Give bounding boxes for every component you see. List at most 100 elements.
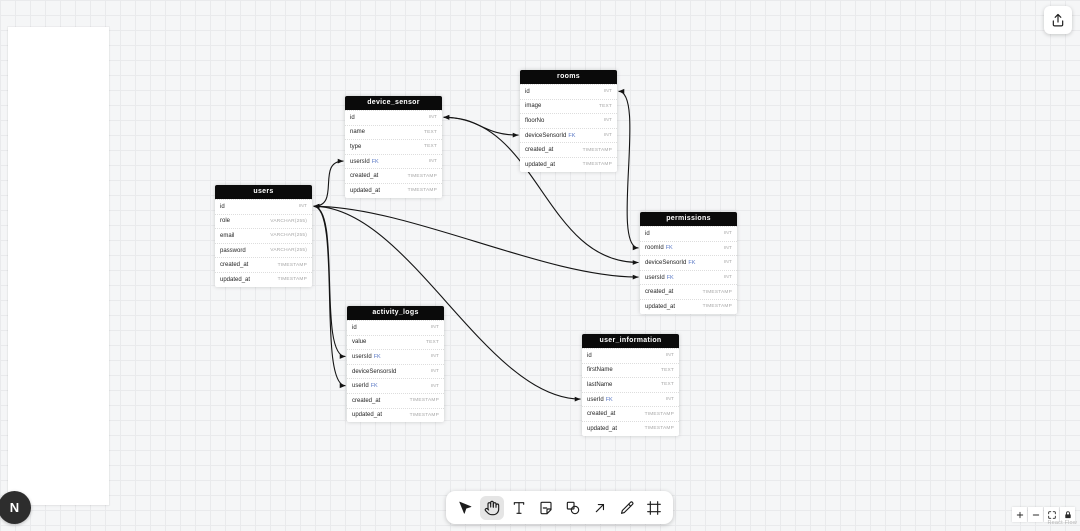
field-type: INT — [723, 260, 732, 266]
table-title: user_information — [582, 334, 679, 348]
table-title: device_sensor — [345, 96, 442, 110]
field-name: updated_at — [645, 303, 676, 310]
arrow-tool[interactable] — [588, 496, 612, 520]
zoom-controls — [1012, 507, 1075, 522]
text-icon — [513, 501, 525, 514]
field-type: VARCHAR(255) — [270, 218, 307, 224]
field-name: lastName — [587, 381, 613, 388]
zoom-out-button[interactable] — [1028, 507, 1043, 522]
field-type: INT — [723, 275, 732, 281]
field-type: TIMESTAMP — [582, 147, 612, 153]
edge-users.id-device_sensor.usersId[interactable] — [313, 158, 344, 209]
minus-icon — [1032, 514, 1039, 515]
fk-badge: FK — [665, 245, 673, 252]
field-type: TEXT — [660, 382, 674, 388]
field-name: image — [525, 103, 542, 110]
edge-users.id-user_information.userId[interactable] — [313, 203, 581, 402]
field-type: INT — [603, 118, 612, 124]
logo-letter: N — [9, 500, 20, 515]
field-name: firstName — [587, 367, 613, 374]
fk-badge: FK — [370, 383, 378, 390]
text-tool[interactable] — [507, 496, 531, 520]
field-name: id — [220, 203, 225, 210]
zoom-in-button[interactable] — [1012, 507, 1027, 522]
hand-tool[interactable] — [480, 495, 504, 520]
field-name: id — [350, 114, 355, 121]
reactflow-attribution[interactable]: React Flow — [1047, 520, 1077, 526]
field-type: TIMESTAMP — [409, 412, 439, 418]
logo-badge[interactable]: N — [0, 491, 31, 524]
edge-users.id-activity_logs.userId[interactable] — [313, 203, 346, 389]
field-type: TIMESTAMP — [644, 411, 674, 417]
fit-view-button[interactable] — [1044, 507, 1059, 522]
lock-toggle-button[interactable] — [1060, 507, 1075, 522]
field-name: name — [350, 129, 366, 136]
fk-badge: FK — [373, 353, 381, 360]
field-name: created_at — [645, 289, 674, 296]
field-type: TEXT — [660, 367, 674, 373]
plus-icon — [1016, 511, 1023, 518]
shapes-tool[interactable] — [561, 496, 585, 520]
table-field-row: name TEXT — [345, 124, 442, 140]
export-button[interactable] — [1044, 6, 1072, 34]
pen-icon — [620, 500, 634, 514]
field-name: value — [352, 339, 367, 346]
field-type: TEXT — [425, 339, 439, 345]
field-type: INT — [430, 354, 439, 360]
lock-icon — [1064, 510, 1071, 518]
field-name: updated_at — [350, 187, 381, 194]
field-type: TIMESTAMP — [702, 289, 732, 295]
draw-tool[interactable] — [615, 496, 639, 520]
field-type: TEXT — [423, 129, 437, 135]
field-type: TIMESTAMP — [582, 162, 612, 168]
field-name: created_at — [587, 411, 616, 418]
field-name: created_at — [220, 262, 249, 269]
edge-users.id-permissions.usersId[interactable] — [313, 203, 639, 280]
field-name: password — [220, 247, 246, 254]
field-type: TIMESTAMP — [407, 173, 437, 179]
fk-badge: FK — [688, 259, 696, 266]
table-field-row: firstName TEXT — [582, 362, 679, 378]
frame-icon — [647, 500, 661, 515]
field-name: role — [220, 218, 231, 225]
note-tool[interactable] — [534, 496, 558, 520]
field-type: TIMESTAMP — [277, 277, 307, 283]
table-field-row: role VARCHAR(255) — [215, 213, 312, 229]
select-tool[interactable] — [453, 496, 477, 520]
edge-rooms.id-permissions.roomId[interactable] — [618, 88, 639, 251]
field-type: INT — [430, 325, 439, 331]
blank-frame[interactable] — [8, 27, 109, 505]
field-name: deviceSensorsId — [352, 368, 397, 375]
fk-badge: FK — [605, 396, 613, 403]
table-title: activity_logs — [347, 306, 444, 320]
frame-tool[interactable] — [642, 496, 666, 520]
field-type: INT — [723, 231, 732, 237]
